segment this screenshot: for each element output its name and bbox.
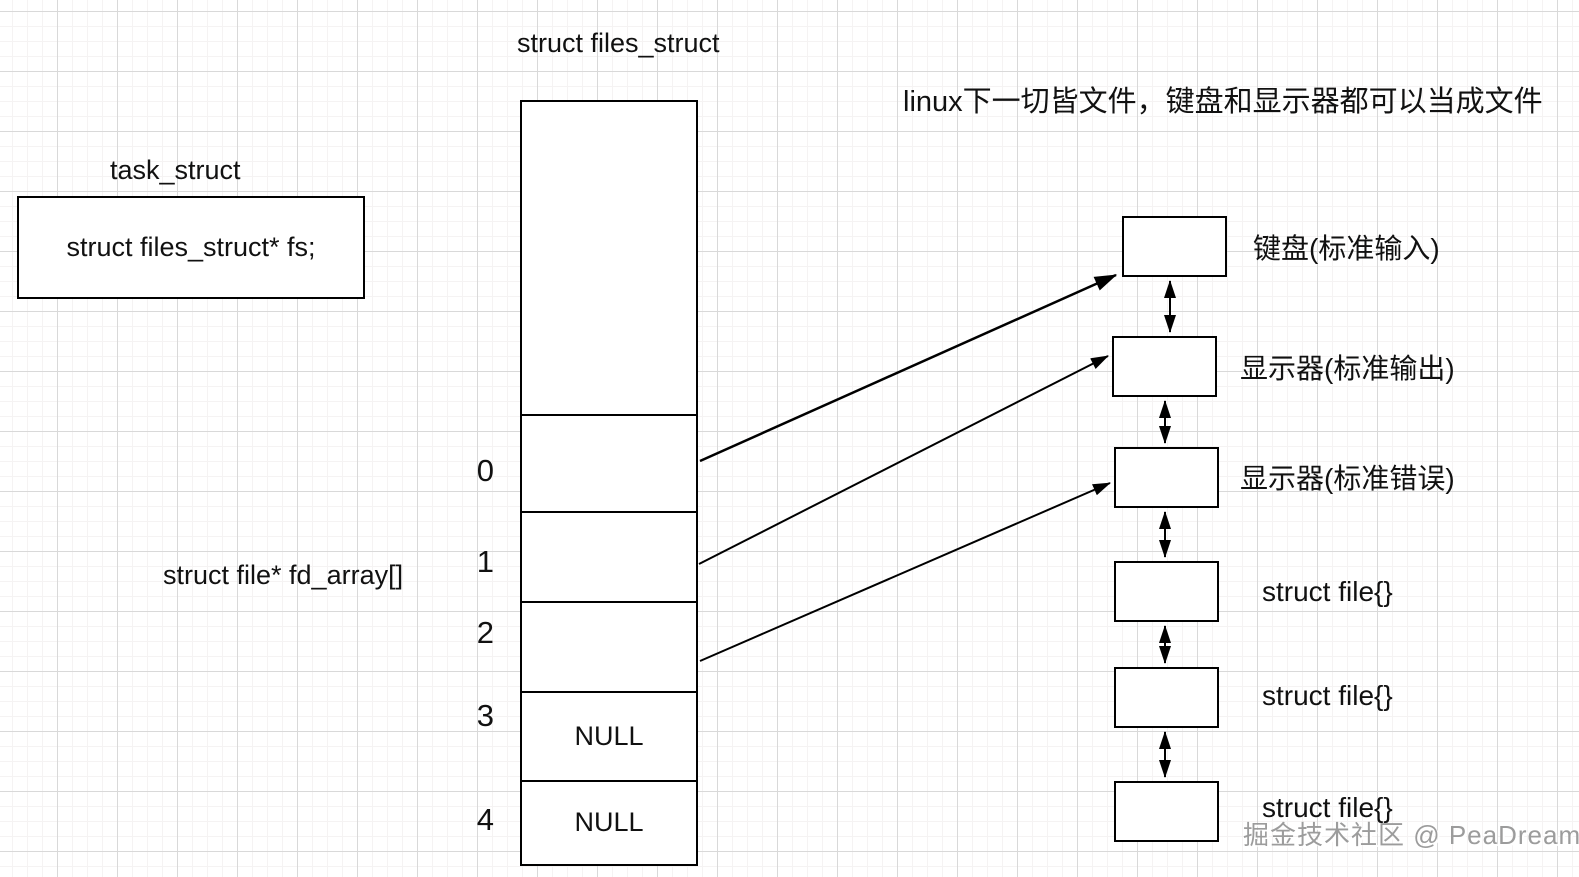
file-node-label-stdout: 显示器(标准输出)	[1240, 353, 1455, 384]
fd-array-cell-2	[520, 601, 698, 693]
fd-index-4: 4	[476, 802, 494, 837]
file-node-stdin	[1122, 216, 1227, 277]
files-struct-title: struct files_struct	[517, 28, 720, 58]
fd-cell-value: NULL	[574, 807, 644, 838]
file-node-5	[1114, 781, 1219, 842]
task-struct-field: struct files_struct* fs;	[66, 231, 316, 262]
file-node-label-5: struct file{}	[1262, 792, 1393, 823]
arrow-fd0-to-stdin	[699, 273, 1118, 463]
task-struct-box: struct files_struct* fs;	[17, 196, 365, 299]
fd-index-0: 0	[476, 453, 494, 488]
watermark: 掘金技术社区 @ PeaDream	[1243, 820, 1579, 850]
file-node-3	[1114, 561, 1219, 622]
arrow-fd1-to-stdout	[698, 355, 1109, 565]
file-node-label-3: struct file{}	[1262, 576, 1393, 607]
file-node-label-4: struct file{}	[1262, 680, 1393, 711]
file-node-label-stdin: 键盘(标准输入)	[1253, 233, 1440, 264]
file-node-stdout	[1112, 336, 1217, 397]
fd-cell-value: NULL	[574, 720, 644, 751]
fd-index-2: 2	[476, 615, 494, 650]
arrow-fd2-to-stderr	[699, 482, 1111, 662]
file-node-stderr	[1114, 447, 1219, 508]
file-node-4	[1114, 667, 1219, 728]
fd-array-cell-1	[520, 511, 698, 603]
fd-array-cell-4: NULL	[520, 780, 698, 866]
fd-array-cell-3: NULL	[520, 691, 698, 782]
linux-note: linux下一切皆文件，键盘和显示器都可以当成文件	[903, 86, 1543, 118]
fd-index-1: 1	[476, 544, 494, 579]
fd-array-cell-0	[520, 414, 698, 513]
task-struct-label: task_struct	[110, 155, 241, 185]
file-node-label-stderr: 显示器(标准错误)	[1240, 463, 1455, 494]
fd-index-3: 3	[476, 698, 494, 733]
fd-array-label: struct file* fd_array[]	[163, 560, 404, 590]
files-struct-body	[520, 100, 698, 416]
